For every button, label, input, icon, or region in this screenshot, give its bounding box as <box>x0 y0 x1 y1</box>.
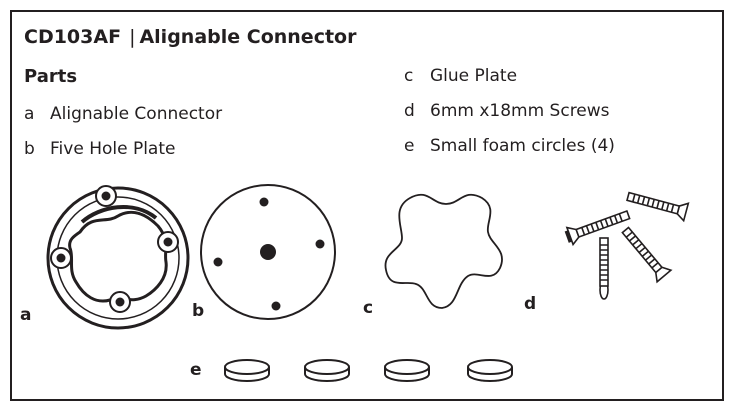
illustration-label-b: b <box>192 301 205 321</box>
illustration-label-e: e <box>190 360 202 380</box>
connector-bolt-top <box>95 185 117 207</box>
parts-list-item-d: d 6mm x18mm Screws <box>404 101 610 121</box>
screw <box>621 226 673 284</box>
foam-circle <box>304 359 350 382</box>
item-name: 6mm x18mm Screws <box>430 101 610 121</box>
alignable-connector-drawing <box>46 185 190 330</box>
five-hole-plate-drawing <box>200 184 336 320</box>
connector-bolt-bottom <box>109 291 131 313</box>
document-title: CD103AF |Alignable Connector <box>24 26 356 48</box>
item-name: Small foam circles (4) <box>430 136 615 156</box>
parts-list-item-c: c Glue Plate <box>404 66 517 86</box>
illustration-label-a: a <box>20 305 32 325</box>
screw <box>626 191 690 223</box>
item-letter: a <box>24 104 35 124</box>
title-separator: | <box>129 26 136 48</box>
parts-list-item-a: a Alignable Connector <box>24 104 222 124</box>
parts-list-item-e: e Small foam circles (4) <box>404 136 615 156</box>
item-letter: d <box>404 101 415 121</box>
connector-bolt-right <box>157 231 179 253</box>
item-letter: e <box>404 136 415 156</box>
item-name: Five Hole Plate <box>50 139 176 159</box>
screw <box>599 237 609 300</box>
screw <box>564 210 631 247</box>
document-frame <box>10 10 724 401</box>
foam-circle <box>467 359 513 382</box>
item-name: Glue Plate <box>430 66 518 86</box>
parts-list-item-b: b Five Hole Plate <box>24 139 175 159</box>
connector-bolt-left <box>50 247 72 269</box>
foam-circles-drawing <box>224 359 513 382</box>
glue-plate-drawing <box>384 193 503 309</box>
screws-drawing <box>564 191 690 300</box>
item-letter: c <box>404 66 414 86</box>
foam-circle <box>384 359 430 382</box>
item-name: Alignable Connector <box>50 104 223 124</box>
illustration-label-c: c <box>363 298 374 318</box>
product-name: Alignable Connector <box>139 26 357 48</box>
parts-heading: Parts <box>24 66 78 87</box>
illustration-label-d: d <box>524 294 537 314</box>
product-code: CD103AF <box>24 26 122 48</box>
item-letter: b <box>24 139 35 159</box>
foam-circle <box>224 359 270 382</box>
